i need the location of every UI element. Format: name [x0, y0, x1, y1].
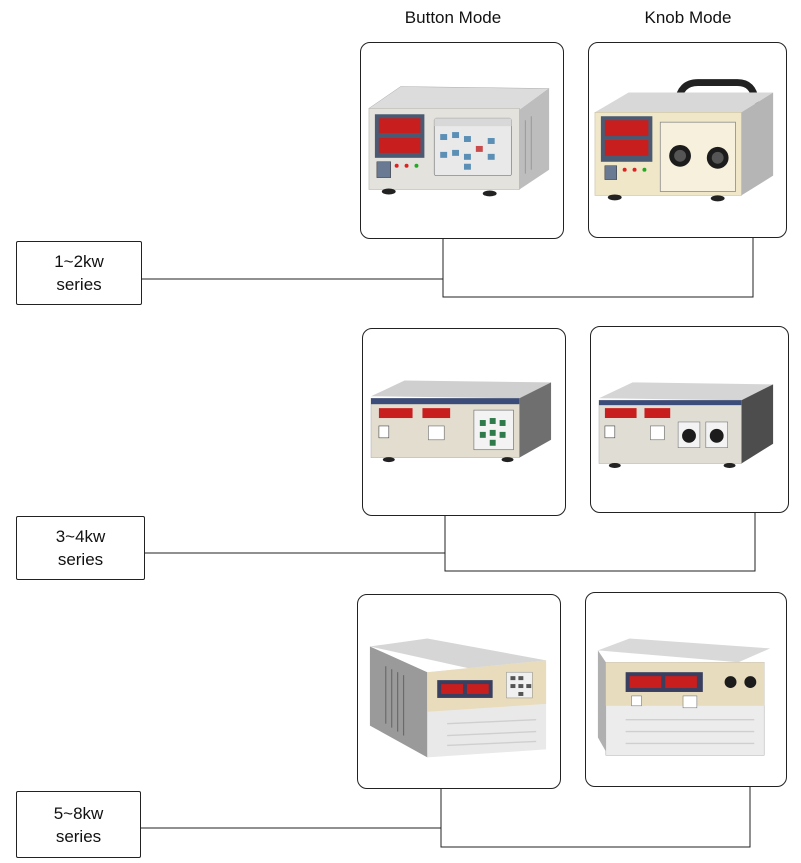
- photo-3-4kw-button-mode: [362, 328, 566, 516]
- photo-5-8kw-knob-mode: [585, 592, 787, 787]
- knob-mode-heading: Knob Mode: [644, 8, 732, 27]
- button-mode-heading: Button Mode: [404, 8, 502, 27]
- photo-5-8kw-button-mode: [357, 594, 561, 789]
- series-label-power: 5~8kw: [53, 803, 104, 823]
- series-label-power: 3~4kw: [55, 527, 106, 546]
- series-box-1-2kw: 1~2kw series: [16, 241, 142, 305]
- series-label-power: 1~2kw: [54, 252, 104, 271]
- series-box-5-8kw: 5~8kw series: [16, 791, 141, 858]
- series-label-word: series: [57, 550, 104, 569]
- photo-1-2kw-knob-mode: [588, 42, 787, 238]
- series-label-word: series: [55, 826, 102, 846]
- series-label-word: series: [56, 275, 102, 294]
- photo-1-2kw-button-mode: [360, 42, 564, 239]
- photo-3-4kw-knob-mode: [590, 326, 789, 513]
- series-box-3-4kw: 3~4kw series: [16, 516, 145, 580]
